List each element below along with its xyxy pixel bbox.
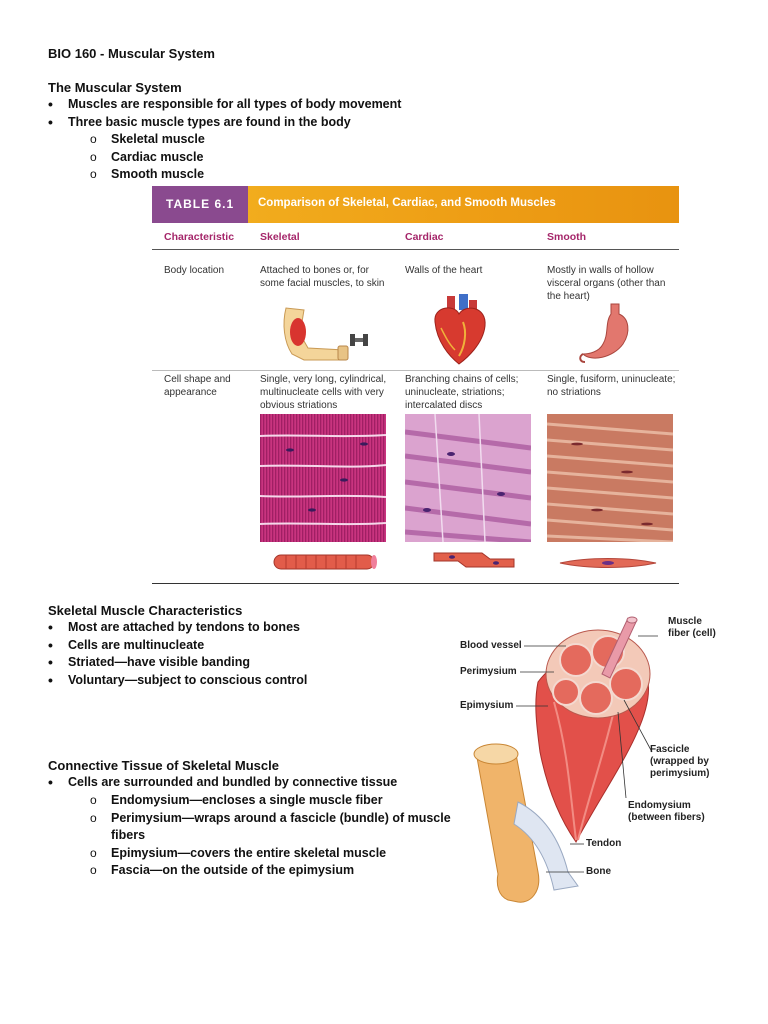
table-title: Comparison of Skeletal, Cardiac, and Smo… <box>258 197 556 209</box>
sub-list-item: Fascia—on the outside of the epimysium <box>48 862 473 880</box>
list-item: Muscles are responsible for all types of… <box>48 96 401 114</box>
label-fascicle: Fascicle (wrapped by perimysium) <box>650 744 710 779</box>
table-row-rule <box>152 370 679 371</box>
list-item: Voluntary—subject to conscious control <box>48 672 307 690</box>
heart-illustration <box>434 294 486 365</box>
cardiac-muscle-micrograph <box>405 414 531 542</box>
connective-tissue-sublist: Endomysium—encloses a single muscle fibe… <box>48 792 473 880</box>
label-perimysium: Perimysium <box>460 666 517 677</box>
sub-list-item: Epimysium—covers the entire skeletal mus… <box>48 845 473 863</box>
sub-list-item: Skeletal muscle <box>48 131 401 149</box>
section-heading-muscular-system: The Muscular System <box>48 80 182 95</box>
cell-cardiac-shape: Branching chains of cells; uninucleate, … <box>405 374 519 411</box>
sub-list-item: Smooth muscle <box>48 166 401 184</box>
list-item: Cells are surrounded and bundled by conn… <box>48 774 397 792</box>
muscle-anatomy-illustration <box>473 616 658 903</box>
section3-bullet-list: Cells are surrounded and bundled by conn… <box>48 774 397 792</box>
label-blood-vessel: Blood vessel <box>460 640 522 651</box>
cell-cardiac-location: Walls of the heart <box>405 265 483 276</box>
table-label-box <box>152 186 248 223</box>
skeletal-muscle-micrograph <box>260 414 386 542</box>
section1-bullet-list: Muscles are responsible for all types of… <box>48 96 401 184</box>
cardiac-cell-drawing <box>433 552 515 568</box>
label-muscle-fiber: Muscle fiber (cell) <box>668 616 716 639</box>
list-item: Three basic muscle types are found in th… <box>48 114 401 132</box>
list-item: Most are attached by tendons to bones <box>48 619 307 637</box>
smooth-cell-drawing <box>559 558 657 568</box>
row-label-cell-shape: Cell shape and appearance <box>164 374 231 398</box>
list-item: Cells are multinucleate <box>48 637 307 655</box>
list-item-text: Three basic muscle types are found in th… <box>68 114 351 129</box>
column-header-skeletal: Skeletal <box>260 231 300 243</box>
cell-skeletal-shape: Single, very long, cylindrical, multinuc… <box>260 374 387 411</box>
cell-smooth-shape: Single, fusiform, uninucleate; no striat… <box>547 374 676 398</box>
label-epimysium: Epimysium <box>460 700 514 711</box>
smooth-muscle-micrograph <box>547 414 673 542</box>
stomach-illustration <box>579 303 629 363</box>
sub-list-item: Cardiac muscle <box>48 149 401 167</box>
label-endomysium: Endomysium (between fibers) <box>628 800 705 823</box>
skeletal-cell-drawing <box>273 554 377 570</box>
muscle-anatomy-figure: Blood vessel Perimysium Epimysium Muscle… <box>458 612 718 912</box>
table-label: TABLE 6.1 <box>166 197 235 211</box>
document-title: BIO 160 - Muscular System <box>48 46 215 61</box>
sub-list-container: Skeletal muscle Cardiac muscle Smooth mu… <box>48 131 401 184</box>
sub-list-item: Perimysium—wraps around a fascicle (bund… <box>48 810 473 845</box>
cell-smooth-location: Mostly in walls of hollow visceral organ… <box>547 265 666 302</box>
table-bottom-rule <box>152 583 679 584</box>
list-item: Striated—have visible banding <box>48 654 307 672</box>
cell-skeletal-location: Attached to bones or, for some facial mu… <box>260 265 385 289</box>
column-header-cardiac: Cardiac <box>405 231 444 243</box>
arm-muscle-illustration <box>283 307 368 361</box>
section-heading-connective-tissue: Connective Tissue of Skeletal Muscle <box>48 758 279 773</box>
comparison-table: TABLE 6.1 Comparison of Skeletal, Cardia… <box>152 186 679 586</box>
table-header-rule <box>152 249 679 250</box>
label-bone: Bone <box>586 866 611 877</box>
column-header-characteristic: Characteristic <box>164 231 235 243</box>
label-tendon: Tendon <box>586 838 622 849</box>
sub-list-item: Endomysium—encloses a single muscle fibe… <box>48 792 473 810</box>
section2-bullet-list: Most are attached by tendons to bones Ce… <box>48 619 307 689</box>
row-label-body-location: Body location <box>164 265 225 276</box>
column-header-smooth: Smooth <box>547 231 587 243</box>
section-heading-skeletal-characteristics: Skeletal Muscle Characteristics <box>48 603 243 618</box>
muscle-types-sublist: Skeletal muscle Cardiac muscle Smooth mu… <box>48 131 401 184</box>
